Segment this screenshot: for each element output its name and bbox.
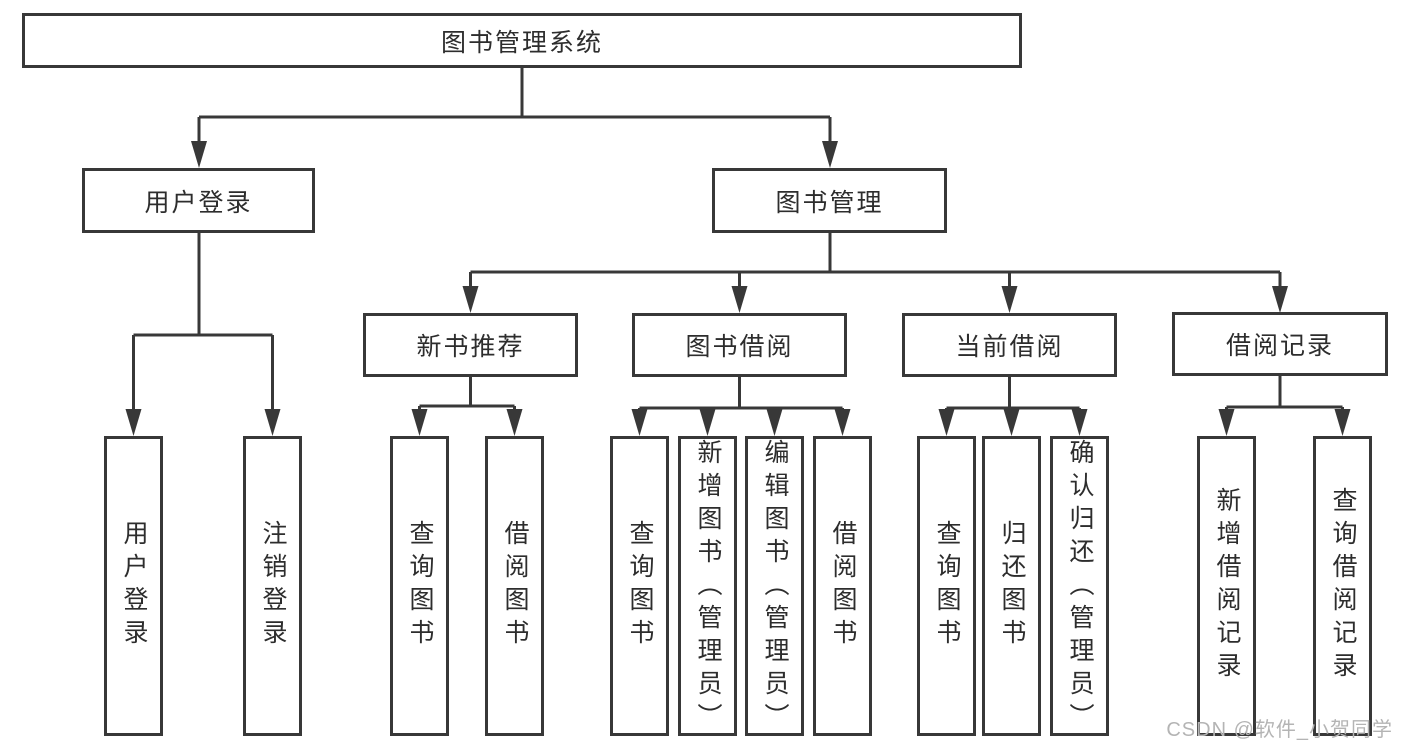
node-book-borrowing: 图书借阅: [632, 313, 847, 377]
node-borrow-add-books-admin: 新增图书（管理员）: [678, 436, 737, 736]
node-borrowing-records: 借阅记录: [1172, 312, 1388, 376]
node-borrow-query-books: 查询图书: [610, 436, 669, 736]
node-book-management: 图书管理: [712, 168, 947, 233]
node-records-add-record: 新增借阅记录: [1197, 436, 1256, 736]
watermark: CSDN @软件_小贺同学: [1166, 719, 1393, 741]
node-logout: 注销登录: [243, 436, 302, 736]
node-current-return-books: 归还图书: [982, 436, 1041, 736]
node-login: 用户登录: [104, 436, 163, 736]
node-current-confirm-return-admin: 确认归还（管理员）: [1050, 436, 1109, 736]
node-current-borrowing: 当前借阅: [902, 313, 1117, 377]
node-user-login: 用户登录: [82, 168, 315, 233]
node-recommend-borrow-books: 借阅图书: [485, 436, 544, 736]
node-recommend-query-books: 查询图书: [390, 436, 449, 736]
node-library-system: 图书管理系统: [22, 13, 1022, 68]
node-borrow-edit-books-admin: 编辑图书（管理员）: [745, 436, 804, 736]
node-borrow-borrow-books: 借阅图书: [813, 436, 872, 736]
node-new-book-recommend: 新书推荐: [363, 313, 578, 377]
node-current-query-books: 查询图书: [917, 436, 976, 736]
node-records-query-record: 查询借阅记录: [1313, 436, 1372, 736]
arrowheads: [125, 141, 1351, 436]
